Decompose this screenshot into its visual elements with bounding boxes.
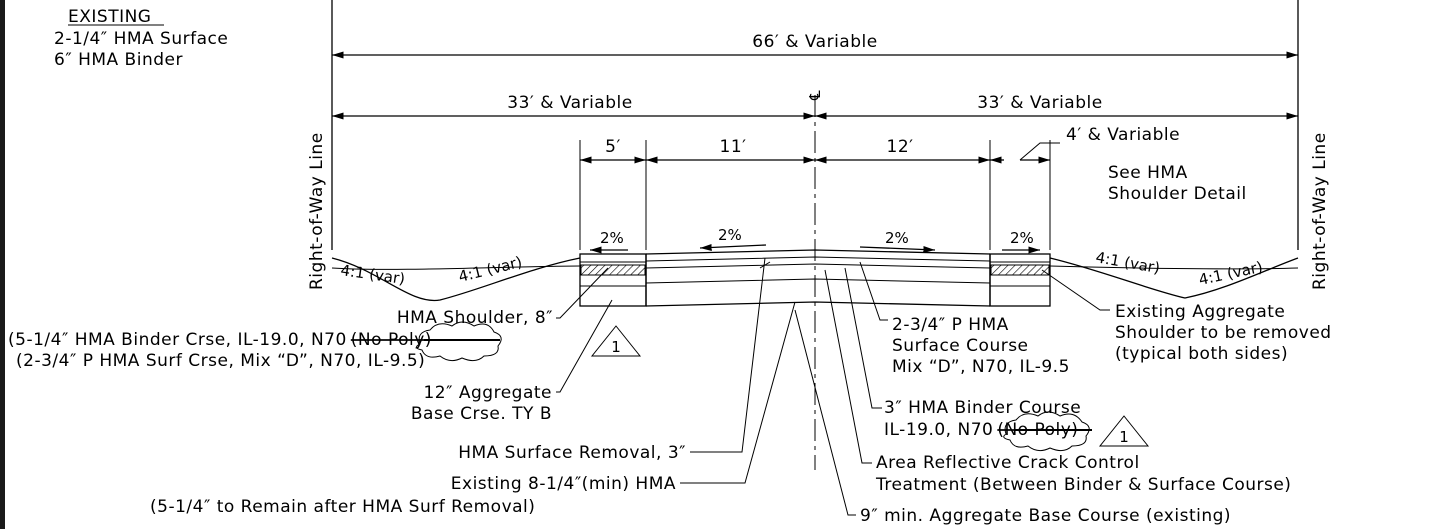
slope-left-shoulder: 2% bbox=[600, 229, 624, 247]
note-hma-shoulder-binder-text: (5-1/4″ HMA Binder Crse, IL-19.0, N70 bbox=[8, 330, 347, 350]
slope-left-lane: 2% bbox=[718, 226, 742, 244]
leader-surface-course bbox=[859, 261, 888, 321]
note-agg-base-2: Base Crse. TY B bbox=[411, 404, 552, 424]
existing-line-2: 6″ HMA Binder bbox=[54, 50, 183, 70]
leader-surface-removal-tick bbox=[759, 261, 771, 269]
leader-agg-shoulder bbox=[1041, 269, 1110, 311]
dim-right-half-label: 33′ & Variable bbox=[977, 93, 1102, 113]
note-binder-course-2-text: IL-19.0, N70 bbox=[884, 420, 993, 440]
dim-right-shoulder-leader bbox=[1019, 142, 1060, 161]
note-hma-shoulder-struck: (No Poly) bbox=[351, 330, 432, 350]
revision-mark-left: 1 bbox=[611, 338, 621, 356]
revision-mark-right: 1 bbox=[1119, 428, 1129, 446]
note-see-detail-2: Shoulder Detail bbox=[1108, 184, 1247, 204]
leader-surface-removal bbox=[690, 257, 766, 453]
pavement-section bbox=[579, 249, 1051, 307]
leader-existing-hma bbox=[680, 301, 796, 484]
ground-right bbox=[1049, 257, 1299, 299]
note-agg-shoulder-2: Shoulder to be removed bbox=[1115, 323, 1332, 343]
note-see-detail-1: See HMA bbox=[1108, 163, 1188, 183]
dim-total-label: 66′ & Variable bbox=[752, 32, 877, 52]
note-hma-shoulder: HMA Shoulder, 8″ bbox=[397, 308, 553, 328]
row-label-left: Right-of-Way Line bbox=[307, 132, 327, 290]
leader-agg-base-existing bbox=[794, 309, 856, 516]
revision-triangle-right bbox=[1098, 415, 1150, 447]
note-surface-course-1: 2-3/4″ P HMA bbox=[892, 315, 1009, 335]
dim-right-shoulder-label: 4′ & Variable bbox=[1066, 125, 1180, 145]
note-hma-shoulder-binder: (5-1/4″ HMA Binder Crse, IL-19.0, N70(No… bbox=[8, 330, 432, 350]
slope-right-lane: 2% bbox=[885, 229, 909, 247]
slope-right-shoulder: 2% bbox=[1010, 229, 1034, 247]
centerline-symbol: ℄ bbox=[806, 90, 824, 101]
note-existing-hma-2: (5-1/4″ to Remain after HMA Surf Removal… bbox=[150, 497, 535, 517]
leader-crack-control bbox=[824, 269, 872, 464]
existing-ground-right bbox=[1049, 265, 1299, 270]
left-border bbox=[0, 0, 5, 529]
dim-left-half-label: 33′ & Variable bbox=[507, 93, 632, 113]
leader-agg-base bbox=[556, 299, 613, 393]
note-surface-removal: HMA Surface Removal, 3″ bbox=[458, 443, 686, 463]
existing-ground-left bbox=[331, 265, 581, 270]
note-binder-course-1: 3″ HMA Binder Course bbox=[884, 398, 1081, 418]
revision-cloud-left bbox=[416, 321, 502, 362]
existing-heading: EXISTING bbox=[68, 7, 151, 27]
note-existing-hma-1: Existing 8-1/4″(min) HMA bbox=[451, 474, 676, 494]
note-agg-shoulder-1: Existing Aggregate bbox=[1115, 302, 1285, 322]
ground-left bbox=[331, 257, 581, 302]
note-agg-base-existing: 9″ min. Aggregate Base Course (existing) bbox=[860, 506, 1231, 526]
note-hma-shoulder-surf: (2-3/4″ P HMA Surf Crse, Mix “D”, N70, I… bbox=[16, 351, 425, 371]
revision-triangle-left bbox=[590, 325, 642, 357]
slope-right-lane-arrow bbox=[859, 246, 936, 254]
note-surface-course-3: Mix “D”, N70, IL-9.5 bbox=[892, 357, 1070, 377]
note-agg-base-1: 12″ Aggregate bbox=[423, 383, 552, 403]
note-crack-control-2: Treatment (Between Binder & Surface Cour… bbox=[875, 475, 1291, 495]
existing-line-1: 2-1/4″ HMA Surface bbox=[54, 29, 228, 49]
note-agg-shoulder-3: (typical both sides) bbox=[1115, 344, 1288, 364]
revision-cloud-right bbox=[1003, 411, 1090, 452]
dim-right-lane-label: 12′ bbox=[887, 137, 914, 157]
leader-hma-shoulder bbox=[556, 267, 609, 319]
dim-left-shoulder-label: 5′ bbox=[605, 137, 621, 157]
leader-binder-course bbox=[844, 267, 882, 409]
note-binder-course-2: IL-19.0, N70(No Poly) bbox=[884, 420, 1078, 440]
note-crack-control-1: Area Reflective Crack Control bbox=[876, 453, 1140, 473]
note-surface-course-2: Surface Course bbox=[892, 336, 1029, 356]
row-label-right: Right-of-Way Line bbox=[1310, 132, 1330, 290]
slope-left-lane-arrow bbox=[699, 243, 767, 251]
slope-left-inner: 4:1 (var) bbox=[457, 253, 524, 286]
dim-left-lane-label: 11′ bbox=[720, 137, 747, 157]
